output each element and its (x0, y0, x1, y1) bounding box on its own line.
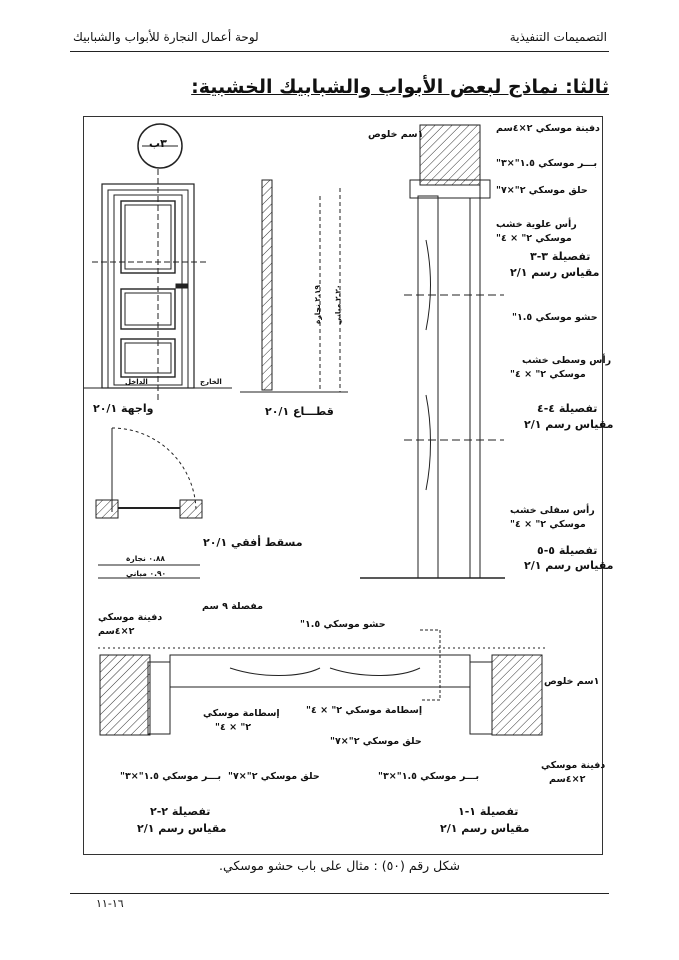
label-detail-55: تفصيلة ٥-٥ (537, 544, 598, 557)
label-scale-44: مقياس رسم ٢/١ (524, 418, 614, 431)
label-stop-right-1: دفينة موسكي (541, 760, 606, 771)
label-bot-rail-2: موسكي ٢" × ٤" (510, 519, 586, 530)
section-caption: قطـــاع ٢٠/١ (265, 405, 334, 418)
label-frame-right: بـــر موسكي ١.٥"×٣" (378, 771, 480, 782)
elevation-caption: واجهة ٢٠/١ (93, 402, 154, 415)
horizontal-detail (98, 629, 545, 736)
label-mid-rail-1: رأس وسطى خشب (522, 355, 612, 366)
label-recess-top: ١سم خلوص (368, 129, 424, 140)
inside-label: الداخل (125, 378, 148, 386)
outside-label: الخارج (200, 378, 222, 386)
label-scale-33: مقياس رسم ٢/١ (510, 266, 600, 279)
label-ring-mid: حلق موسكي ٢"×٧" (330, 736, 422, 747)
label-scale-22: مقياس رسم ٢/١ (137, 822, 227, 835)
label-panel-h: حشو موسكي ١.٥" (300, 619, 386, 630)
plan-caption: مسقط أفقي ٢٠/١ (203, 536, 303, 549)
page-number: ١٦-١١ (96, 897, 124, 910)
label-stop-left-2: ٢×٤سم (98, 626, 135, 637)
footer-rule (70, 893, 609, 894)
label-stop-right-2: ٢×٤سم (549, 774, 586, 785)
section-marker-label: ٣ب (149, 137, 167, 150)
label-top-rail-1: رأس علوية خشب (496, 219, 577, 230)
label-detail-11: تفصيلة ١-١ (458, 805, 519, 818)
section-marker (137, 123, 183, 169)
figure-caption: شكل رقم (٥٠) : مثال على باب حشو موسكي. (218, 858, 461, 873)
door-plan (95, 427, 203, 579)
vertical-detail (360, 124, 505, 579)
drawing-frame (83, 116, 603, 855)
dim-building: ٠.٩٠ مباني (126, 569, 167, 578)
label-stile-right: إسطامة موسكي ٢" × ٤" (306, 705, 423, 716)
label-scale-11: مقياس رسم ٢/١ (440, 822, 530, 835)
label-ring-left: حلق موسكي ٢"×٧" (228, 771, 320, 782)
label-detail-33: تفصيلة ٣-٣ (530, 250, 591, 263)
header-left: لوحة أعمال النجارة للأبواب والشبابيك (73, 30, 259, 44)
header-rule (70, 51, 609, 52)
dim-carpentry: ٠.٨٨ نجارة (126, 554, 165, 563)
label-top-rail-2: موسكي ٢" × ٤" (496, 233, 572, 244)
label-stile-left-1: إسطامة موسكي (203, 708, 280, 719)
label-stile-left-2: ٢" × ٤" (215, 722, 252, 733)
dim-height-building: ٢.٢٠ مباني (333, 284, 343, 325)
header-right: التصميمات التنفيذية (509, 30, 607, 44)
label-detail-44: تفصيلة ٤-٤ (537, 402, 598, 415)
label-panel-v: حشو موسكي ١.٥" (512, 312, 598, 323)
label-bot-rail-1: رأس سفلى خشب (510, 505, 595, 516)
label-mid-rail-2: موسكي ٢" × ٤" (510, 369, 586, 380)
label-frame-top: بـــر موسكي ١.٥"×٣" (496, 158, 598, 169)
label-scale-55: مقياس رسم ٢/١ (524, 559, 614, 572)
label-stop-top: دفينة موسكي ٢×٤سم (496, 123, 600, 134)
label-detail-22: تفصيلة ٢-٢ (150, 805, 211, 818)
label-frame-left: بـــر موسكي ١.٥"×٣" (120, 771, 222, 782)
label-stop-left-1: دفينة موسكي (98, 612, 163, 623)
label-ring-top: حلق موسكي ٢"×٧" (496, 185, 588, 196)
door-elevation (84, 160, 232, 402)
section-title: ثالثا: نماذج لبعض الأبواب والشبابيك الخش… (191, 76, 609, 98)
label-hinge: مفصلة ٩ سم (202, 601, 263, 612)
door-section (240, 179, 348, 393)
dim-height-carpentry: ٢.١٩ نجارة (313, 285, 322, 324)
label-recess-right: ١سم خلوص (544, 676, 600, 687)
